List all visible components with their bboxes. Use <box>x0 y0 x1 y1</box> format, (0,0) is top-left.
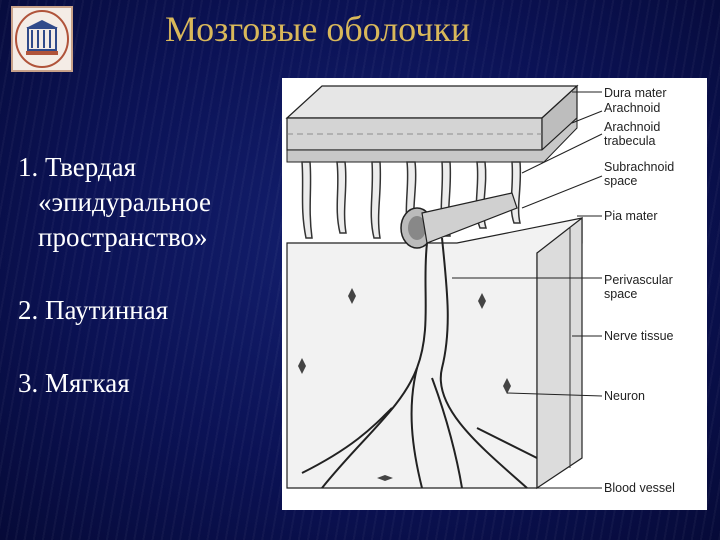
label-blood-vessel: Blood vessel <box>604 481 675 495</box>
label-arachnoid: Arachnoid <box>604 101 661 115</box>
meninges-list: 1. Твердая «эпидуральное пространство» 2… <box>18 150 278 401</box>
meninges-diagram: Dura mater Arachnoid Arachnoid trabecula… <box>282 78 707 510</box>
label-nerve-tissue: Nerve tissue <box>604 329 674 343</box>
university-logo <box>11 6 73 72</box>
list-item-text: «эпидуральное <box>38 187 211 218</box>
meninges-illustration <box>285 84 603 490</box>
label-subrachnoid-2: space <box>604 174 638 188</box>
list-item-text: пространство» <box>38 222 208 253</box>
slide-title: Мозговые оболочки <box>165 9 471 49</box>
label-neuron: Neuron <box>604 389 645 403</box>
label-arachnoid-trabecula-2: trabecula <box>604 134 656 148</box>
label-pia-mater: Pia mater <box>604 209 658 223</box>
list-item-text: 1. Твердая <box>18 152 137 182</box>
label-arachnoid-trabecula-1: Arachnoid <box>604 120 661 134</box>
label-subrachnoid-1: Subrachnoid <box>604 160 675 174</box>
label-perivascular-2: space <box>604 287 638 301</box>
label-dura-mater: Dura mater <box>604 86 667 100</box>
list-item: 1. Твердая «эпидуральное пространство» <box>18 150 278 255</box>
label-perivascular-1: Perivascular <box>604 273 673 287</box>
list-item: 3. Мягкая <box>18 368 130 399</box>
list-item: 2. Паутинная <box>18 295 169 326</box>
